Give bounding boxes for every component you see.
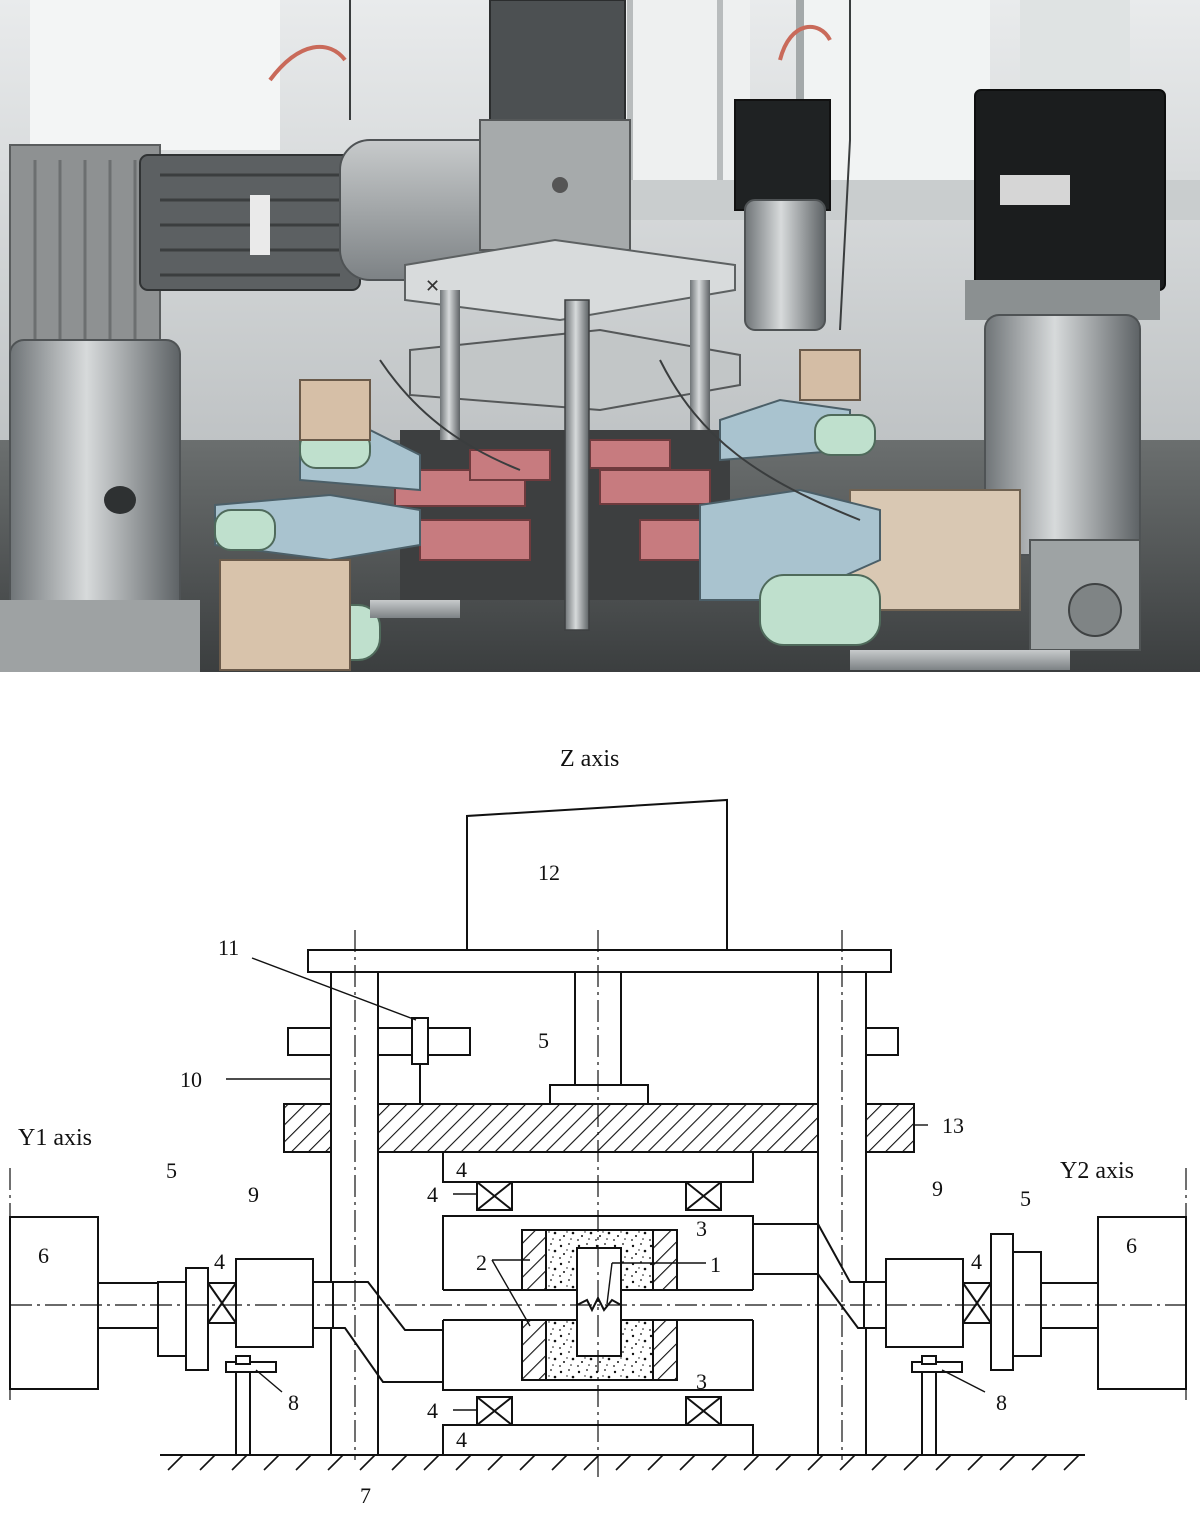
label-13: 13 <box>942 1113 964 1138</box>
test-rig-schematic: Z axis Y1 axis Y2 axis 12 11 10 5 13 4 4… <box>0 672 1200 1515</box>
label-7: 7 <box>360 1483 371 1508</box>
label-12: 12 <box>538 860 560 885</box>
label-8-right: 8 <box>996 1390 1007 1415</box>
label-11: 11 <box>218 935 239 960</box>
label-5-left: 5 <box>166 1158 177 1183</box>
label-2: 2 <box>476 1250 487 1275</box>
label-4-lower-bearing: 4 <box>427 1398 438 1423</box>
label-4-upper-plate: 4 <box>456 1157 467 1182</box>
label-6-right: 6 <box>1126 1233 1137 1258</box>
y1-axis-label: Y1 axis <box>18 1125 92 1151</box>
label-8-left: 8 <box>288 1390 299 1415</box>
label-10: 10 <box>180 1067 202 1092</box>
label-5-top: 5 <box>538 1028 549 1053</box>
label-4-right: 4 <box>971 1249 982 1274</box>
label-1: 1 <box>710 1252 721 1277</box>
label-4-left: 4 <box>214 1249 225 1274</box>
z-axis-label: Z axis <box>560 746 619 772</box>
label-4-lower-plate-visible: 4 <box>456 1427 467 1452</box>
label-4-upper-bearing: 4 <box>427 1182 438 1207</box>
label-5-right: 5 <box>1020 1186 1031 1211</box>
label-3-upper: 3 <box>696 1216 707 1241</box>
svg-text:✕: ✕ <box>425 276 440 296</box>
y2-axis-label: Y2 axis <box>1060 1158 1134 1184</box>
label-3-lower: 3 <box>696 1369 707 1394</box>
label-9-right: 9 <box>932 1176 943 1201</box>
label-9-left: 9 <box>248 1182 259 1207</box>
test-rig-photo: ✕ <box>0 0 1200 672</box>
label-6-left: 6 <box>38 1243 49 1268</box>
